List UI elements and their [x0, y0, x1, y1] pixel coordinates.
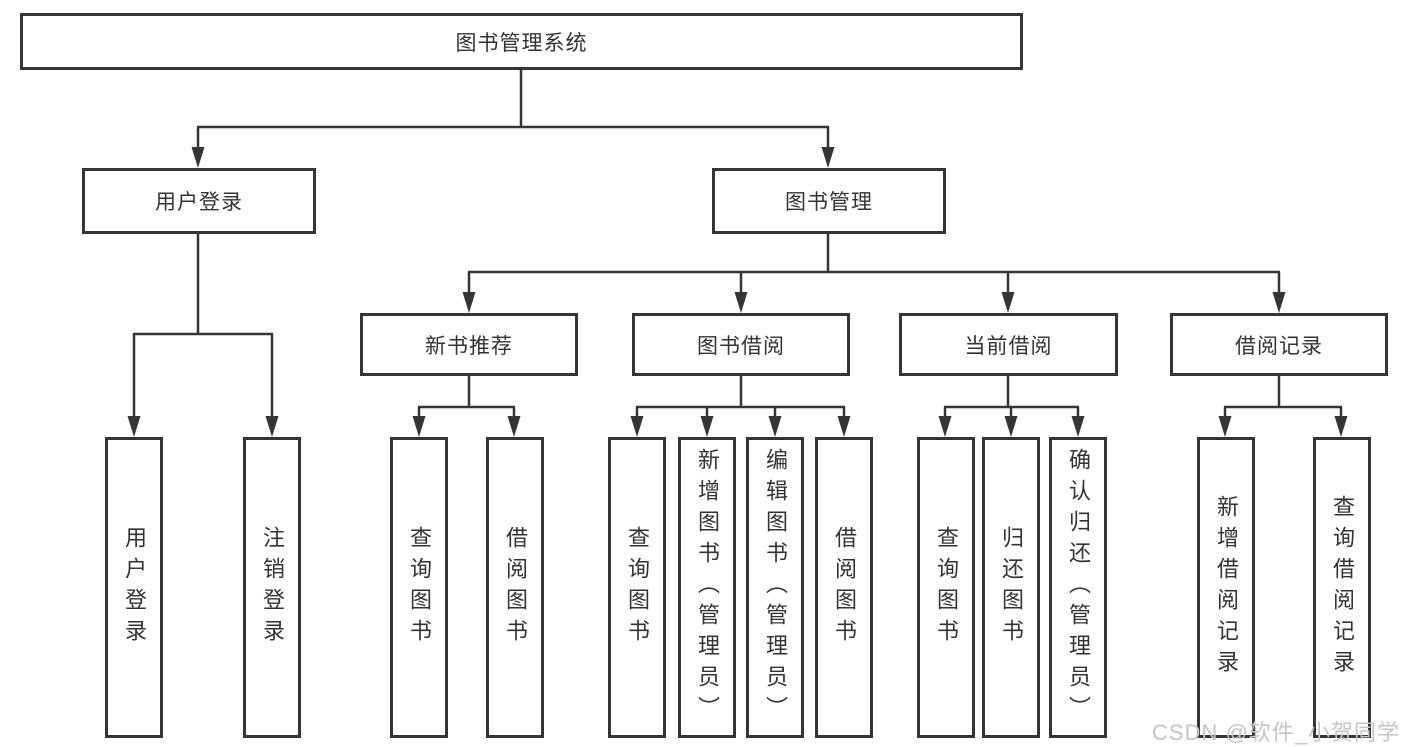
node-logout-leaf: 注销登录: [243, 437, 301, 738]
node-new-book-recommendation: 新书推荐: [360, 313, 578, 376]
node-add-books-admin: 新增图书（管理员）: [678, 437, 736, 738]
arrowhead: [1004, 416, 1018, 437]
node-label: 新书推荐: [425, 334, 513, 358]
node-user-login: 用户登录: [82, 168, 316, 234]
arrowhead: [265, 416, 279, 437]
arrowhead: [821, 147, 835, 168]
node-borrowing-records: 借阅记录: [1170, 313, 1388, 376]
arrowhead: [462, 292, 476, 313]
node-label: 新增借阅记录: [1214, 494, 1239, 681]
edge-mgmt-to-level3: [467, 234, 1281, 296]
node-label: 图书借阅: [697, 334, 785, 358]
arrowhead: [837, 416, 851, 437]
edge-login-to-leaves: [132, 234, 274, 420]
arrowhead: [1071, 416, 1085, 437]
arrowhead: [938, 416, 952, 437]
node-current-borrowing: 当前借阅: [899, 313, 1118, 376]
arrowhead: [1334, 416, 1348, 437]
node-query-books-current: 查询图书: [917, 437, 975, 738]
arrowhead: [412, 416, 426, 437]
node-edit-books-admin: 编辑图书（管理员）: [746, 437, 804, 738]
node-query-borrow-record: 查询借阅记录: [1313, 437, 1371, 738]
node-confirm-return-admin: 确认归还（管理员）: [1049, 437, 1107, 738]
arrowhead: [1272, 292, 1286, 313]
edge-current-to-leaves: [943, 376, 1080, 420]
arrowhead: [191, 147, 205, 168]
arrowhead: [507, 416, 521, 437]
node-borrow-books-recommend: 借阅图书: [486, 437, 544, 738]
node-label: 借阅图书: [832, 525, 857, 650]
node-library-management-system: 图书管理系统: [20, 13, 1023, 70]
node-label: 查询图书: [407, 525, 432, 650]
edge-root-to-level2: [196, 70, 830, 150]
arrowhead: [1001, 292, 1015, 313]
node-label: 图书管理: [785, 191, 873, 214]
edge-records-to-leaves: [1223, 376, 1343, 420]
node-label: 用户登录: [155, 191, 243, 214]
node-label: 编辑图书（管理员）: [763, 448, 788, 727]
arrowhead: [734, 292, 748, 313]
node-label: 确认归还（管理员）: [1066, 448, 1091, 727]
node-label: 借阅图书: [503, 525, 528, 650]
arrowhead: [127, 416, 141, 437]
node-query-books-recommend: 查询图书: [390, 437, 448, 738]
arrowhead: [700, 416, 714, 437]
edge-borrowing-to-leaves: [635, 376, 846, 420]
node-book-management: 图书管理: [712, 168, 946, 234]
csdn-watermark: CSDN @软件_小贺同学: [1152, 720, 1401, 745]
edge-newbook-to-leaves: [417, 376, 516, 420]
node-return-books: 归还图书: [982, 437, 1040, 738]
arrowhead: [768, 416, 782, 437]
node-borrow-books-borrowing: 借阅图书: [815, 437, 873, 738]
node-label: 注销登录: [260, 525, 285, 650]
node-label: 查询借阅记录: [1330, 494, 1355, 681]
node-label: 借阅记录: [1235, 334, 1323, 358]
node-add-borrow-record: 新增借阅记录: [1197, 437, 1255, 738]
node-label: 用户登录: [122, 525, 147, 650]
node-label: 归还图书: [999, 525, 1024, 650]
node-label: 新增图书（管理员）: [695, 448, 720, 727]
node-label: 图书管理系统: [455, 31, 588, 55]
node-query-books-borrowing: 查询图书: [608, 437, 666, 738]
arrowhead: [630, 416, 644, 437]
node-user-login-leaf: 用户登录: [105, 437, 163, 738]
node-label: 当前借阅: [964, 334, 1053, 358]
arrowhead: [1218, 416, 1232, 437]
node-label: 查询图书: [934, 525, 959, 650]
node-book-borrowing: 图书借阅: [632, 313, 850, 376]
node-label: 查询图书: [625, 525, 650, 650]
